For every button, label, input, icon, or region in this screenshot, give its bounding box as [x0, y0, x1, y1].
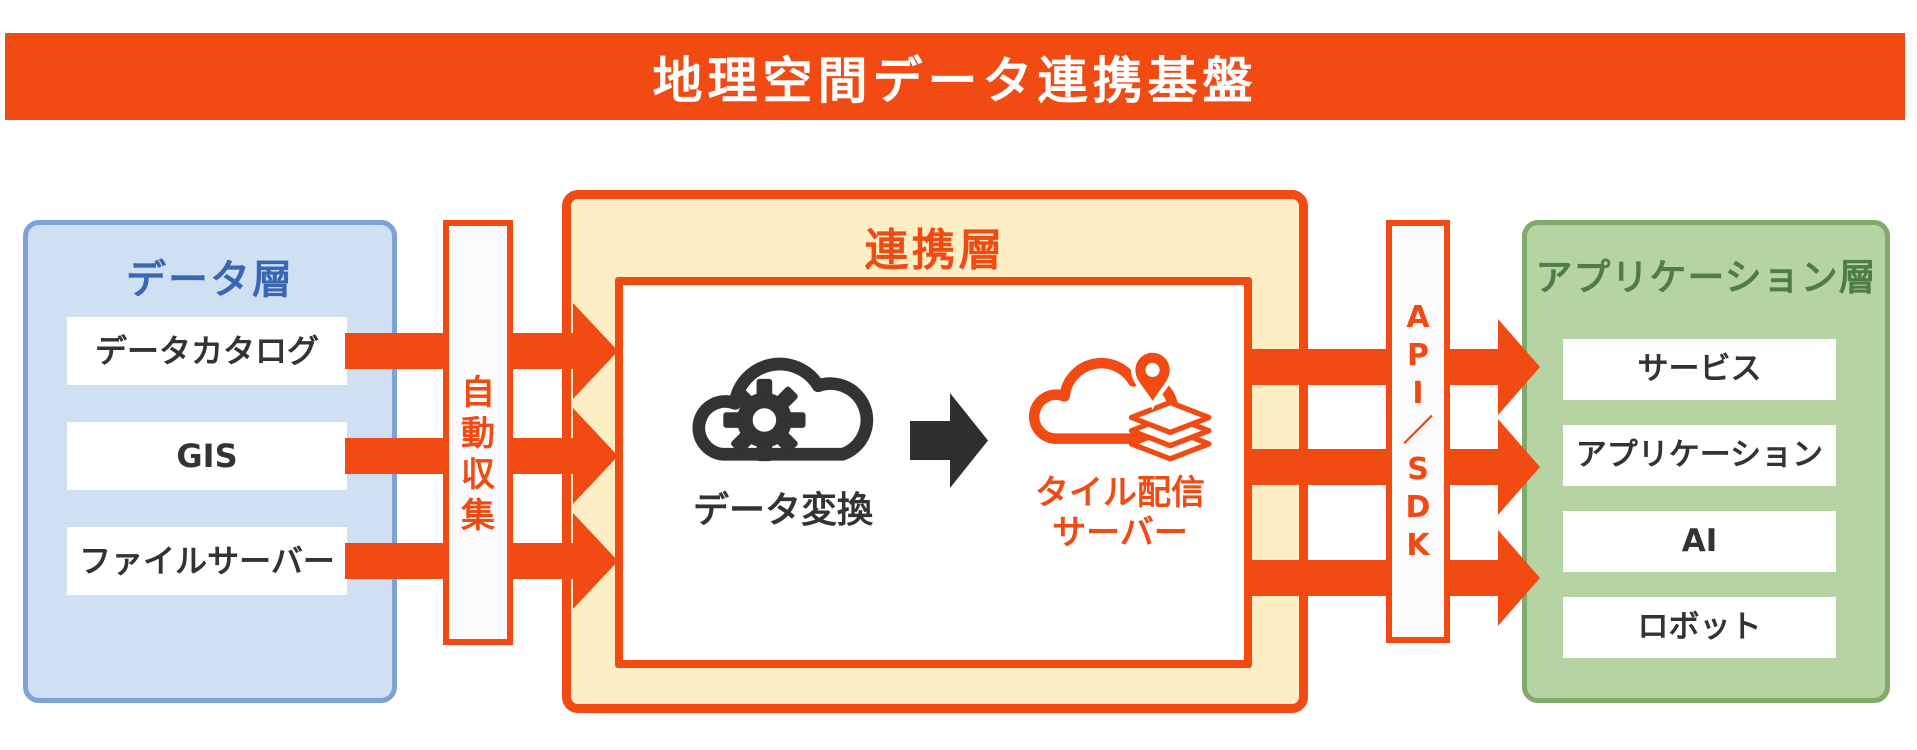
app-item-application: アプリケーション	[1563, 425, 1836, 486]
api-sdk-label: A P I ／ S D K	[1403, 299, 1433, 563]
app-item-robot: ロボット	[1563, 597, 1836, 658]
data-item-catalog: データカタログ	[67, 317, 347, 385]
cloud-tile-server-icon	[1028, 348, 1212, 462]
application-layer-title: アプリケーション層	[1535, 256, 1877, 299]
page-title: 地理空間データ連携基盤	[652, 51, 1258, 110]
tile-server-group: タイル配信 サーバー	[1011, 333, 1229, 553]
cloud-gear-icon	[692, 357, 874, 462]
data-flow-arrow-right-2	[1252, 419, 1540, 515]
auto-collect-label: 自 動 収 集	[461, 373, 495, 536]
title-banner: 地理空間データ連携基盤	[5, 33, 1905, 120]
flow-arrow-icon	[910, 393, 988, 488]
data-conversion-label: データ変換	[692, 490, 873, 531]
data-layer-title: データ層	[126, 257, 294, 303]
data-item-file-server: ファイルサーバー	[67, 527, 347, 595]
api-sdk-strip: A P I ／ S D K	[1386, 220, 1450, 643]
tile-server-label: タイル配信 サーバー	[1035, 473, 1205, 553]
integration-inner-box: データ変換 タイル配信 サーバ	[615, 277, 1252, 668]
integration-layer-panel: 連携層	[562, 190, 1308, 713]
map-layers-icon	[1128, 399, 1212, 462]
application-layer-panel: アプリケーション層 サービス アプリケーション AI ロボット	[1522, 220, 1890, 703]
data-item-gis: GIS	[67, 422, 347, 490]
integration-layer-title: 連携層	[864, 225, 1006, 276]
gear-icon	[723, 378, 806, 462]
data-layer-panel: データ層 データカタログ GIS ファイルサーバー	[23, 220, 397, 703]
auto-collect-strip: 自 動 収 集	[443, 220, 513, 645]
data-flow-arrow-right-3	[1252, 530, 1540, 626]
app-item-ai: AI	[1563, 511, 1836, 572]
data-conversion-group: データ変換	[678, 330, 888, 533]
map-pin-icon	[1130, 348, 1175, 410]
data-flow-arrow-right-1	[1252, 319, 1540, 415]
app-item-service: サービス	[1563, 339, 1836, 400]
